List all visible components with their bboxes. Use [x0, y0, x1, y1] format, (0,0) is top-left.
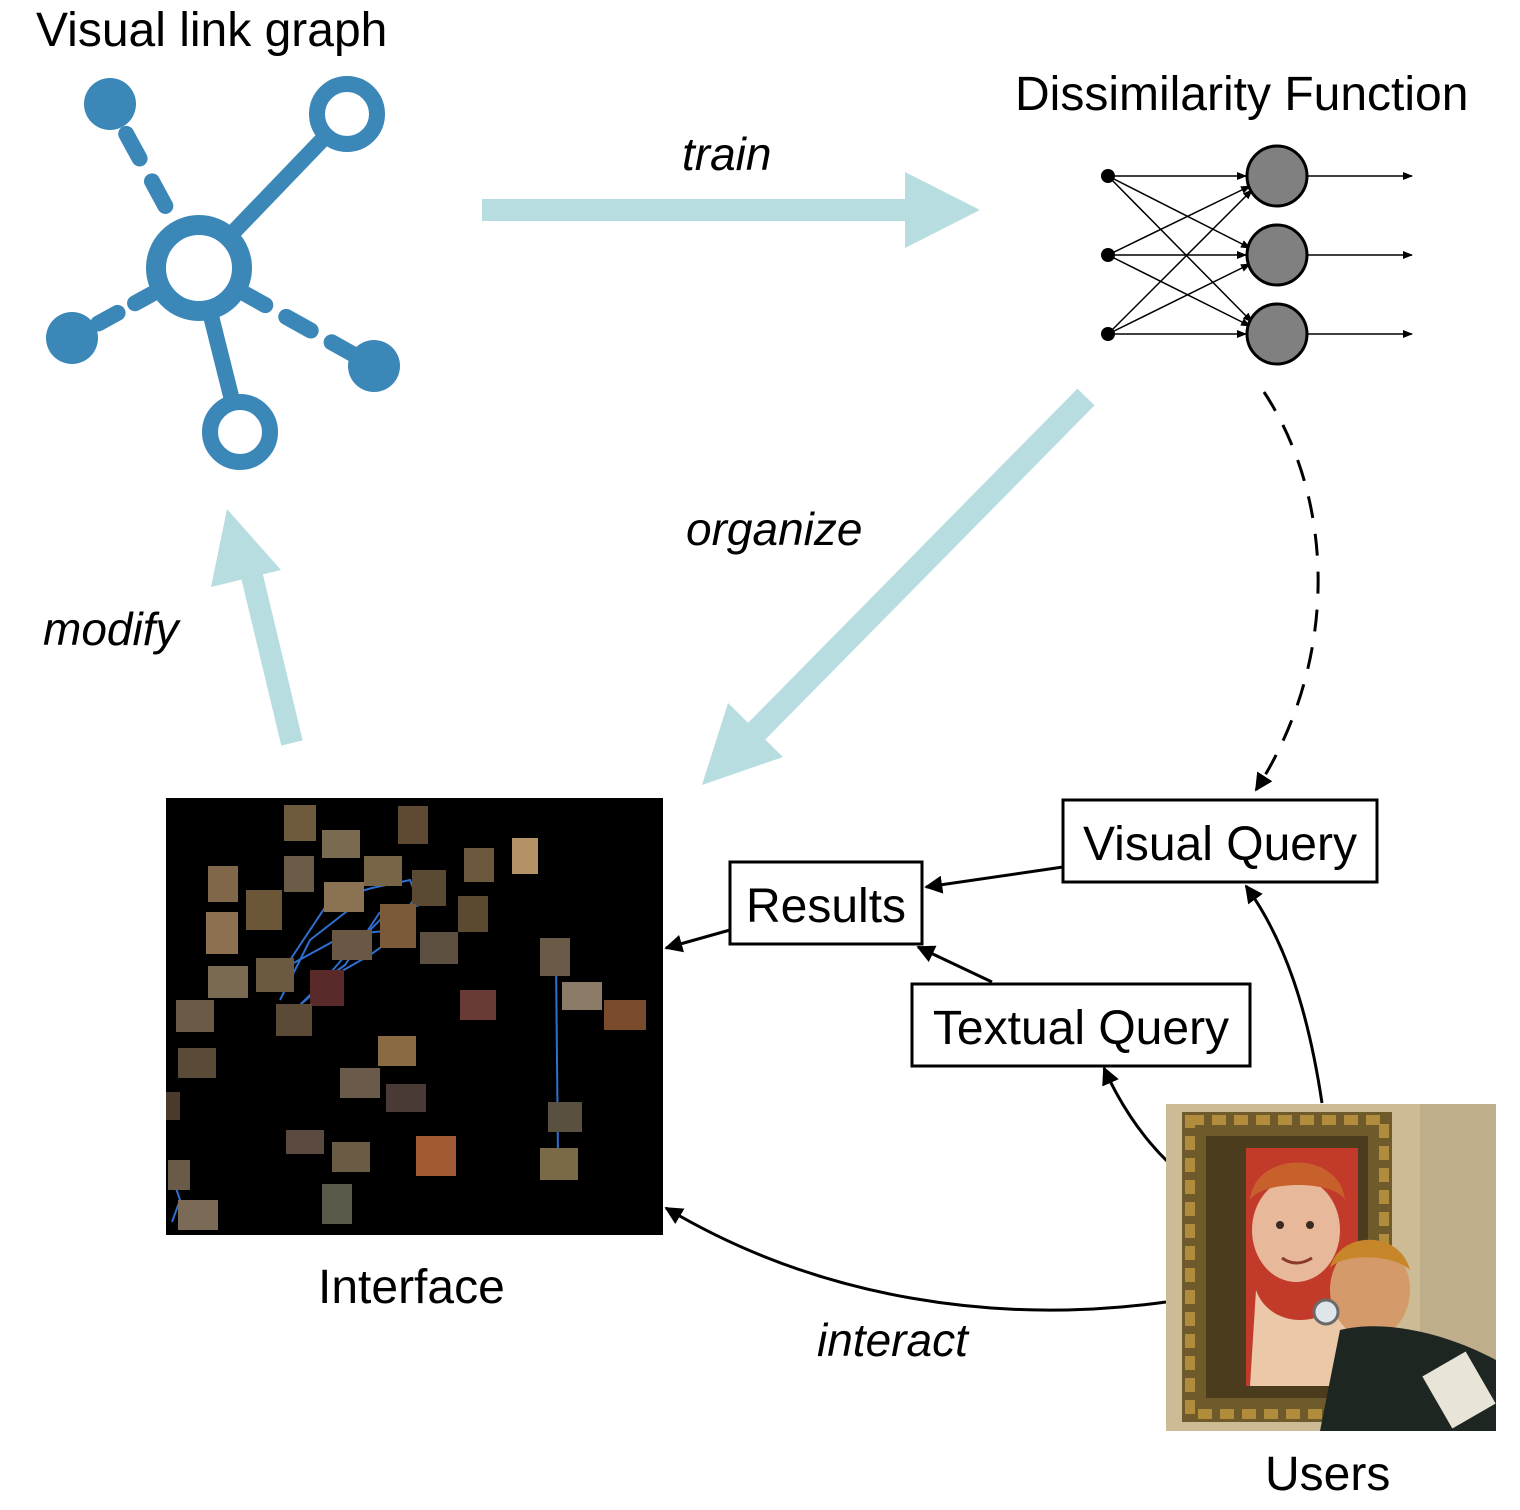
visual-to-results-arrow	[924, 865, 1064, 894]
results-box: Results	[728, 860, 924, 946]
results-label: Results	[746, 880, 906, 933]
organize-arrow	[702, 388, 1095, 785]
painting-user-image	[1166, 1104, 1496, 1431]
organize-label: organize	[686, 503, 862, 555]
users-to-visual-arrow	[1244, 884, 1324, 1104]
modify-label: modify	[43, 603, 181, 655]
textual-to-results-arrow	[916, 945, 993, 984]
neural-network-icon	[1101, 144, 1413, 366]
visual-query-box: Visual Query	[1061, 798, 1379, 884]
visual-query-label: Visual Query	[1083, 818, 1357, 871]
interface-panel	[166, 798, 663, 1235]
results-to-interface-arrow	[664, 928, 731, 953]
network-graph-icon	[46, 76, 400, 470]
interface-label: Interface	[318, 1261, 505, 1314]
artwork-thumbnails	[166, 805, 646, 1230]
modify-arrow	[211, 509, 303, 746]
interact-label: interact	[817, 1314, 970, 1366]
train-arrow	[482, 172, 980, 248]
users-to-interface-arrow	[664, 1206, 1167, 1312]
network-to-query-dashed	[1254, 391, 1320, 792]
graph-title: Visual link graph	[36, 4, 387, 57]
dissimilarity-title: Dissimilarity Function	[1015, 68, 1468, 121]
textual-query-box: Textual Query	[910, 982, 1252, 1068]
users-label: Users	[1265, 1448, 1390, 1501]
train-label: train	[682, 128, 771, 180]
users-to-textual-arrow	[1102, 1066, 1170, 1164]
textual-query-label: Textual Query	[933, 1002, 1229, 1055]
